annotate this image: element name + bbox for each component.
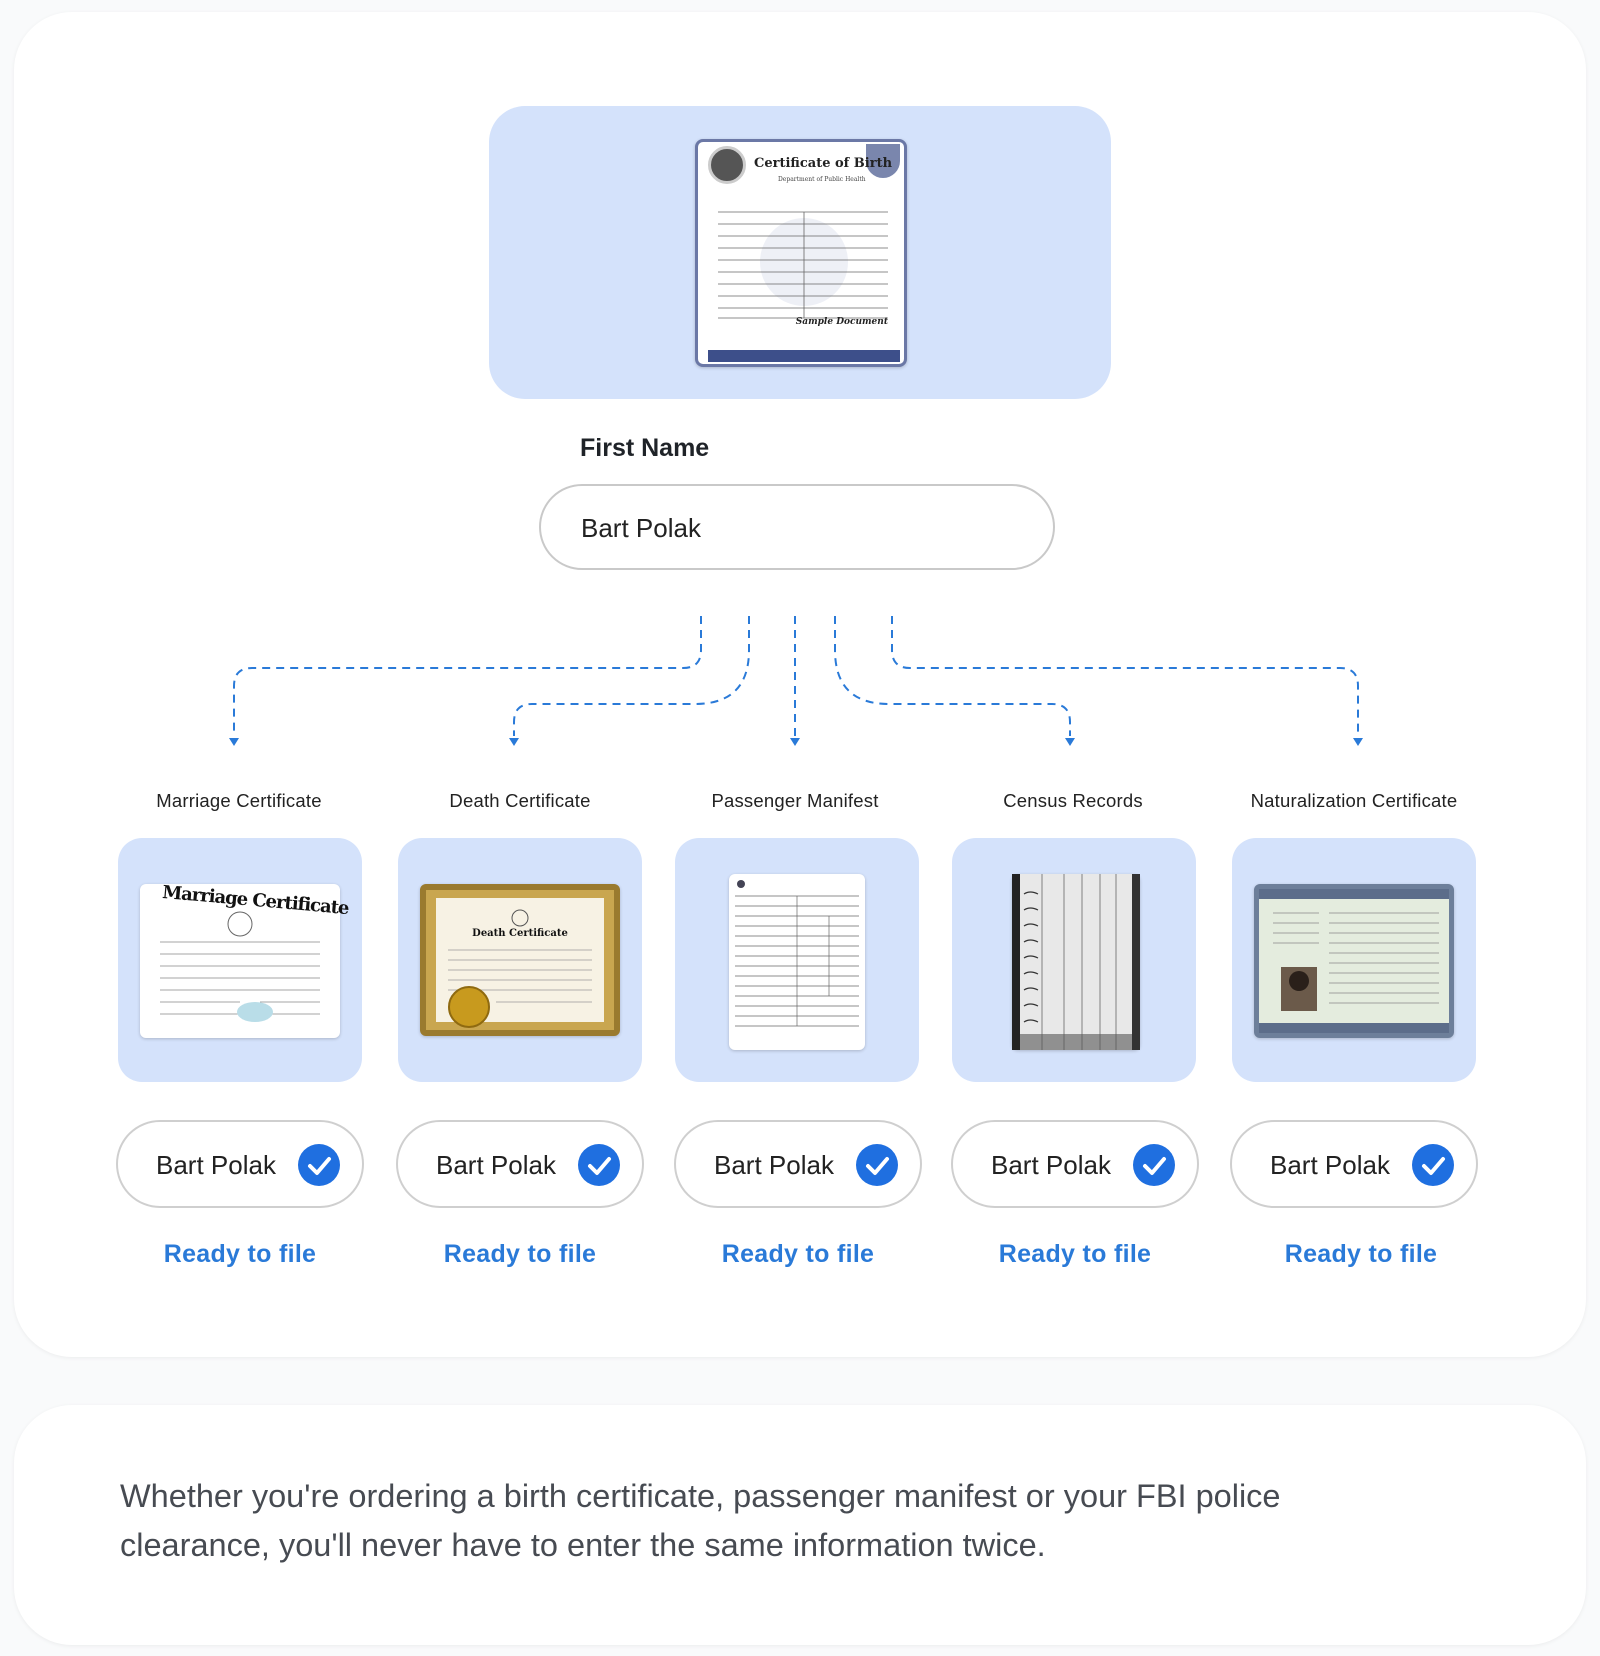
- arrow-down-icon: [229, 738, 239, 746]
- status-ready-passenger[interactable]: Ready to file: [721, 1240, 875, 1268]
- record-name-field-passenger[interactable]: Bart Polak: [674, 1120, 922, 1208]
- seal-icon: [708, 146, 746, 184]
- first-name-label: First Name: [580, 434, 710, 462]
- connector-naturalization: [891, 616, 1359, 736]
- record-name-field-census[interactable]: Bart Polak: [951, 1120, 1199, 1208]
- death-certificate-image: Death Certificate: [420, 884, 620, 1036]
- sample-document-stamp: Sample Document: [795, 317, 888, 327]
- arrow-down-icon: [1353, 738, 1363, 746]
- status-ready-marriage[interactable]: Ready to file: [163, 1240, 317, 1268]
- check-circle-icon: [1412, 1144, 1454, 1186]
- connector-census: [834, 616, 1071, 736]
- birth-certificate-lines: [708, 211, 900, 362]
- record-tile-census: [952, 838, 1196, 1082]
- check-circle-icon: [1133, 1144, 1175, 1186]
- arrow-down-icon: [509, 738, 519, 746]
- record-name-field-naturalization[interactable]: Bart Polak: [1230, 1120, 1478, 1208]
- record-label-death: Death Certificate: [449, 790, 591, 811]
- record-name-value: Bart Polak: [436, 1150, 556, 1180]
- check-circle-icon: [578, 1144, 620, 1186]
- hero-document-panel: Certificate of Birth Department of Publi…: [489, 106, 1111, 399]
- status-ready-naturalization[interactable]: Ready to file: [1284, 1240, 1438, 1268]
- first-name-input[interactable]: Bart Polak: [539, 484, 1055, 570]
- caduceus-icon: [866, 144, 900, 178]
- check-circle-icon: [298, 1144, 340, 1186]
- record-name-value: Bart Polak: [991, 1150, 1111, 1180]
- birth-certificate-subtitle: Department of Public Health: [778, 176, 866, 183]
- record-label-naturalization: Naturalization Certificate: [1250, 790, 1458, 811]
- connector-death: [513, 616, 750, 736]
- birth-certificate-image: Certificate of Birth Department of Publi…: [695, 139, 907, 367]
- description-card: [14, 1405, 1586, 1645]
- first-name-value: Bart Polak: [581, 513, 701, 543]
- naturalization-certificate-image: [1254, 884, 1454, 1038]
- record-label-passenger: Passenger Manifest: [711, 790, 879, 811]
- record-name-field-marriage[interactable]: Bart Polak: [116, 1120, 364, 1208]
- check-circle-icon: [856, 1144, 898, 1186]
- record-tile-marriage: Marriage Certificate: [118, 838, 362, 1082]
- record-tile-passenger: [675, 838, 919, 1082]
- status-ready-census[interactable]: Ready to file: [998, 1240, 1152, 1268]
- arrow-down-icon: [1065, 738, 1075, 746]
- record-name-value: Bart Polak: [156, 1150, 276, 1180]
- connector-lines: [229, 616, 1363, 746]
- record-label-census: Census Records: [1003, 790, 1143, 811]
- record-tile-naturalization: [1232, 838, 1476, 1082]
- passenger-manifest-image: [729, 874, 865, 1050]
- record-name-value: Bart Polak: [1270, 1150, 1390, 1180]
- status-ready-death[interactable]: Ready to file: [443, 1240, 597, 1268]
- description-text: Whether you're ordering a birth certific…: [120, 1478, 1281, 1563]
- connector-marriage: [233, 616, 702, 736]
- census-records-image: [1012, 874, 1140, 1050]
- gold-seal-icon: [448, 986, 490, 1028]
- record-label-marriage: Marriage Certificate: [156, 790, 322, 811]
- record-tile-death: Death Certificate: [398, 838, 642, 1082]
- marriage-certificate-image: Marriage Certificate: [140, 882, 349, 1038]
- record-name-value: Bart Polak: [714, 1150, 834, 1180]
- death-certificate-title: Death Certificate: [472, 928, 568, 939]
- record-name-field-death[interactable]: Bart Polak: [396, 1120, 644, 1208]
- birth-certificate-title: Certificate of Birth: [754, 156, 893, 171]
- arrow-down-icon: [790, 738, 800, 746]
